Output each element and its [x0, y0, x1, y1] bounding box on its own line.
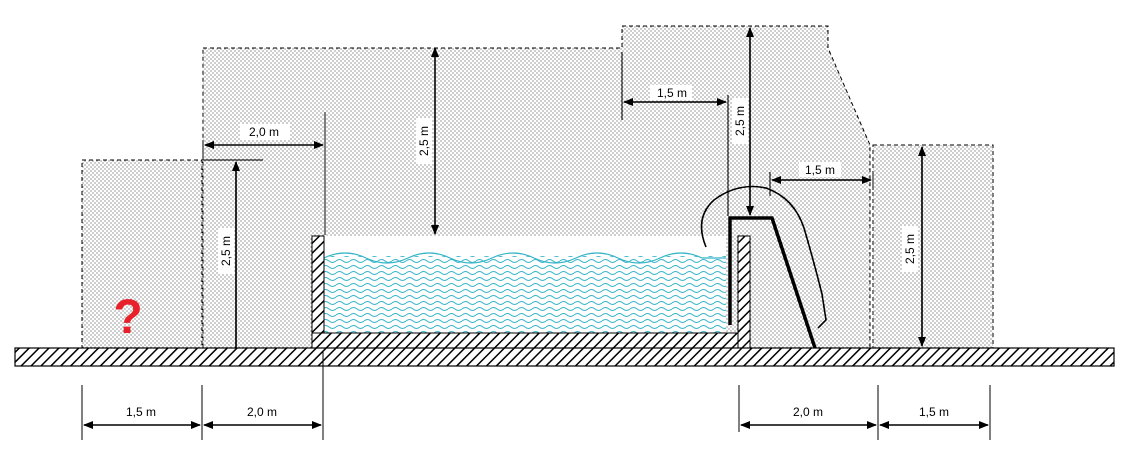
label-top-right-width: 1,5 m: [657, 86, 687, 100]
label-bottom-left-inner: 2,0 m: [247, 405, 277, 419]
extension-lines: [81, 52, 991, 440]
zone-left-outer: [81, 159, 203, 349]
water-surface: [323, 252, 726, 264]
label-left-height: 2,5 m: [219, 236, 233, 266]
label-slide-side-width: 1,5 m: [805, 163, 835, 177]
slide-structure: [728, 216, 817, 349]
pool-wall-left: [311, 235, 325, 349]
label-bottom-right-inner: 2,0 m: [793, 405, 823, 419]
dimension-arrows: [83, 27, 989, 429]
label-slide-height: 2,5 m: [733, 106, 747, 136]
label-bottom-right-outer: 1,5 m: [919, 405, 949, 419]
slide-clearance-curve: [700, 185, 827, 329]
label-above-pool-height: 2,5 m: [417, 126, 431, 156]
pool: [311, 235, 751, 349]
ground: [14, 347, 1115, 367]
pool-wall-right: [737, 235, 751, 349]
unknown-question-mark: ?: [113, 291, 142, 344]
label-top-left-width: 2,0 m: [249, 125, 279, 139]
dimension-labels: 2,0 m 2,5 m 2,5 m 1,5 m 2,5 m 1,5 m 2,5 …: [126, 85, 949, 419]
pool-water: [324, 256, 726, 333]
water-slide: [700, 185, 827, 349]
label-right-height: 2,5 m: [903, 234, 917, 264]
pool-floor: [311, 332, 751, 349]
zone-right-outer: [872, 144, 994, 349]
label-bottom-left-outer: 1,5 m: [126, 405, 156, 419]
